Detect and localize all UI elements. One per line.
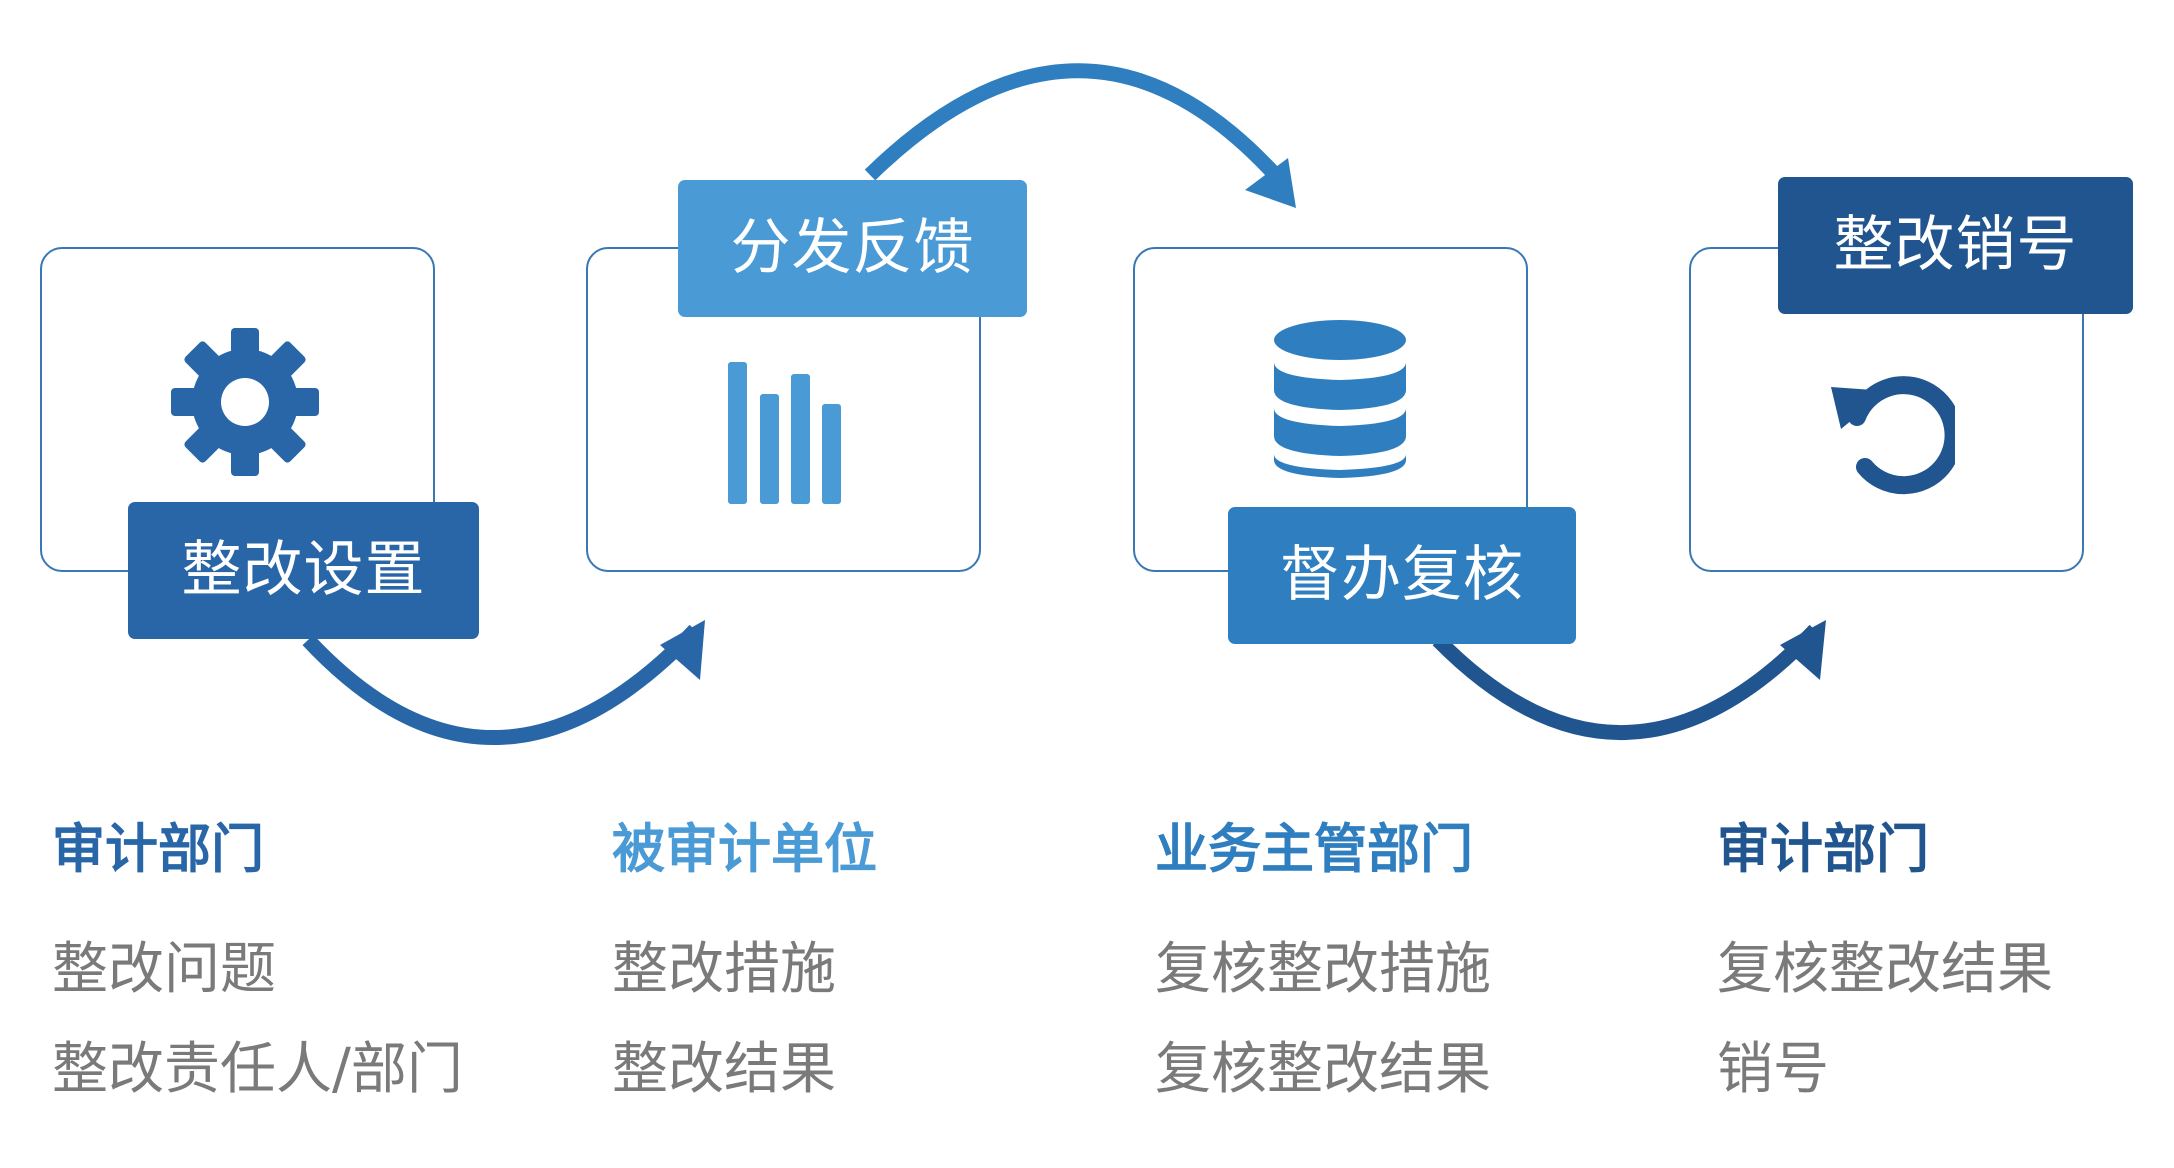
step4-title: 整改销号 [1833,210,2078,280]
step4-item: 复核整改结果 [1717,937,2053,1002]
step3-item: 复核整改措施 [1155,937,1491,1002]
step4-title-tag: 整改销号 [1778,177,2133,314]
step2-item: 整改结果 [612,1037,836,1102]
step1-department: 审计部门 [52,819,264,880]
step2-item: 整改措施 [612,937,836,1002]
refresh-icon [1831,376,1955,495]
gear-icon [171,328,319,476]
step1-item: 整改问题 [52,937,276,1002]
step2-title-tag: 分发反馈 [678,180,1027,317]
step1-title: 整改设置 [181,535,426,605]
step1-title-tag: 整改设置 [128,502,479,639]
step3-department: 业务主管部门 [1155,819,1473,880]
step4-item: 销号 [1717,1037,1829,1102]
step2-title: 分发反馈 [730,213,975,283]
database-icon [1274,320,1406,478]
arrow-step2-to-step3 [864,63,1284,184]
step3-item: 复核整改结果 [1155,1037,1491,1102]
arrow-head-step2-to-step3 [1245,158,1296,208]
arrow-step3-to-step4 [1432,624,1821,741]
bar-chart-icon [728,362,841,504]
step1-item: 整改责任人/部门 [52,1037,463,1102]
step3-title: 督办复核 [1280,540,1524,610]
step3-title-tag: 督办复核 [1228,507,1576,644]
arrow-step1-to-step2 [302,624,701,746]
arrow-head-step1-to-step2 [660,620,705,680]
arrow-head-step3-to-step4 [1780,620,1826,680]
step2-department: 被审计单位 [612,819,877,880]
step4-department: 审计部门 [1717,819,1929,880]
